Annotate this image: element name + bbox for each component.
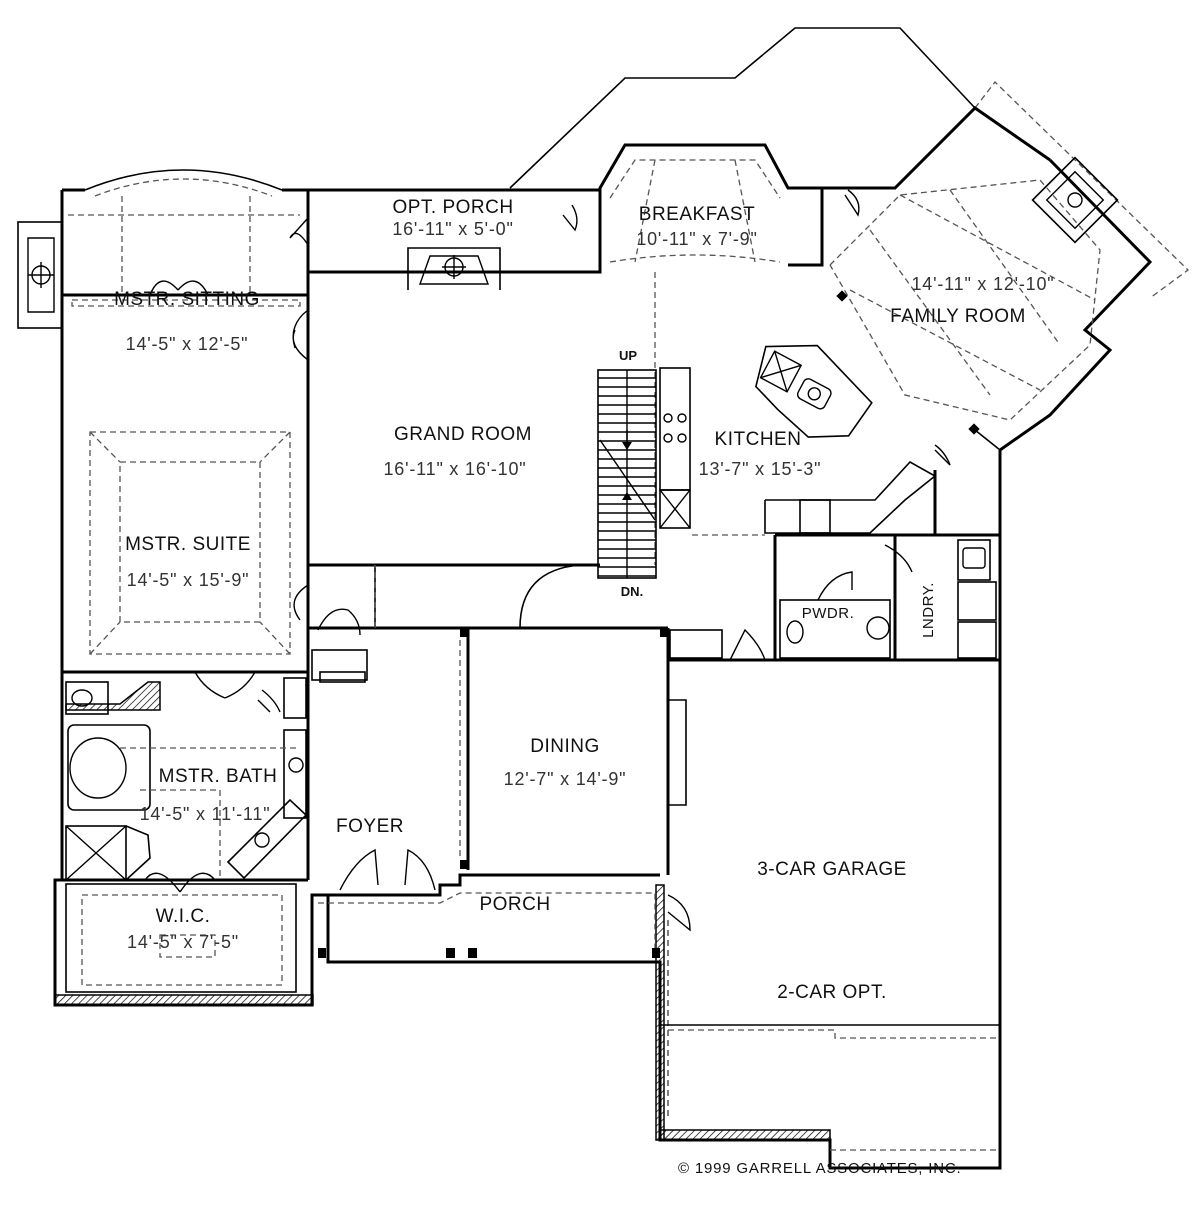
master-sitting-ceiling [71, 299, 301, 307]
opt-porch-label: OPT. PORCH [392, 197, 513, 218]
wall-hatch-bottom [54, 994, 314, 1006]
mstr-sitting-dims: 14'-5" x 12'-5" [126, 334, 249, 354]
dining-dims: 12'-7" x 14'-9" [504, 769, 627, 789]
kitchen-label: KITCHEN [715, 429, 802, 450]
front-porch [312, 873, 660, 958]
copyright-notice: © 1999 GARRELL ASSOCIATES, INC. [678, 1160, 961, 1177]
foyer-closet [311, 608, 723, 683]
pwdr-label: PWDR. [802, 605, 855, 622]
breakfast-label: BREAKFAST [639, 204, 755, 225]
mstr-suite-label: MSTR. SUITE [125, 534, 251, 555]
wall-hatch-garage-bottom [659, 1129, 831, 1141]
kitchen-island [754, 344, 873, 438]
opt-porch-dims: 16'-11" x 5'-0" [392, 219, 513, 239]
fireplace-master-sitting [17, 221, 63, 329]
mstr-bath-dims: 14'-5" x 11'-11" [140, 804, 271, 824]
mstr-sitting-label: MSTR. SITTING [114, 289, 260, 310]
garage-options [660, 920, 1000, 1151]
stairs-up-label: UP [619, 348, 637, 363]
breakfast-dims: 10'-11" x 7'-9" [636, 229, 757, 249]
column-1 [460, 628, 469, 637]
master-suite-ceiling [89, 431, 291, 655]
breakfast-bay [609, 159, 781, 565]
foyer-label: FOYER [336, 816, 404, 837]
wic-label: W.I.C. [156, 906, 211, 927]
staircase [597, 369, 657, 579]
dining-label: DINING [530, 736, 600, 757]
kitchen-cabinets [659, 367, 937, 536]
exterior-walls [53, 106, 1153, 1170]
grand-room-label: GRAND ROOM [394, 424, 532, 445]
mstr-suite-dims: 14'-5" x 15'-9" [127, 570, 250, 590]
dining-bay-window [668, 699, 687, 806]
powder-fixtures [779, 599, 891, 659]
porch-label: PORCH [479, 894, 550, 915]
lndry-label: LNDRY. [920, 582, 937, 638]
wall-hatch-garage-left [655, 884, 665, 1141]
wic-shelving [65, 883, 297, 993]
master-bath-fixtures [65, 677, 308, 881]
wic-dims: 14'-5" x 7'-5" [127, 932, 239, 952]
door-swings [144, 189, 951, 932]
family-room-ceiling [829, 179, 1101, 435]
column-2 [660, 628, 669, 637]
family-room-label: FAMILY ROOM [890, 306, 1026, 327]
laundry-fixtures [957, 539, 997, 659]
garage-option-label: 2-CAR OPT. [777, 982, 887, 1003]
room-labels: OPT. PORCH 16'-11" x 5'-0" BREAKFAST 10'… [114, 197, 1054, 1177]
rear-deck-outline [509, 27, 1190, 299]
column-3 [460, 860, 469, 869]
grand-room-dims: 16'-11" x 16'-10" [384, 459, 527, 479]
fireplace-family-room [1031, 156, 1119, 244]
master-sitting-bay [68, 169, 300, 292]
mstr-bath-label: MSTR. BATH [159, 766, 278, 787]
stairs-down-label: DN. [621, 584, 643, 599]
garage-label: 3-CAR GARAGE [757, 859, 907, 880]
family-room-dims: 14'-11" x 12'-10" [912, 274, 1055, 294]
fireplace-grand-room [407, 247, 501, 290]
kitchen-dims: 13'-7" x 15'-3" [699, 459, 822, 479]
